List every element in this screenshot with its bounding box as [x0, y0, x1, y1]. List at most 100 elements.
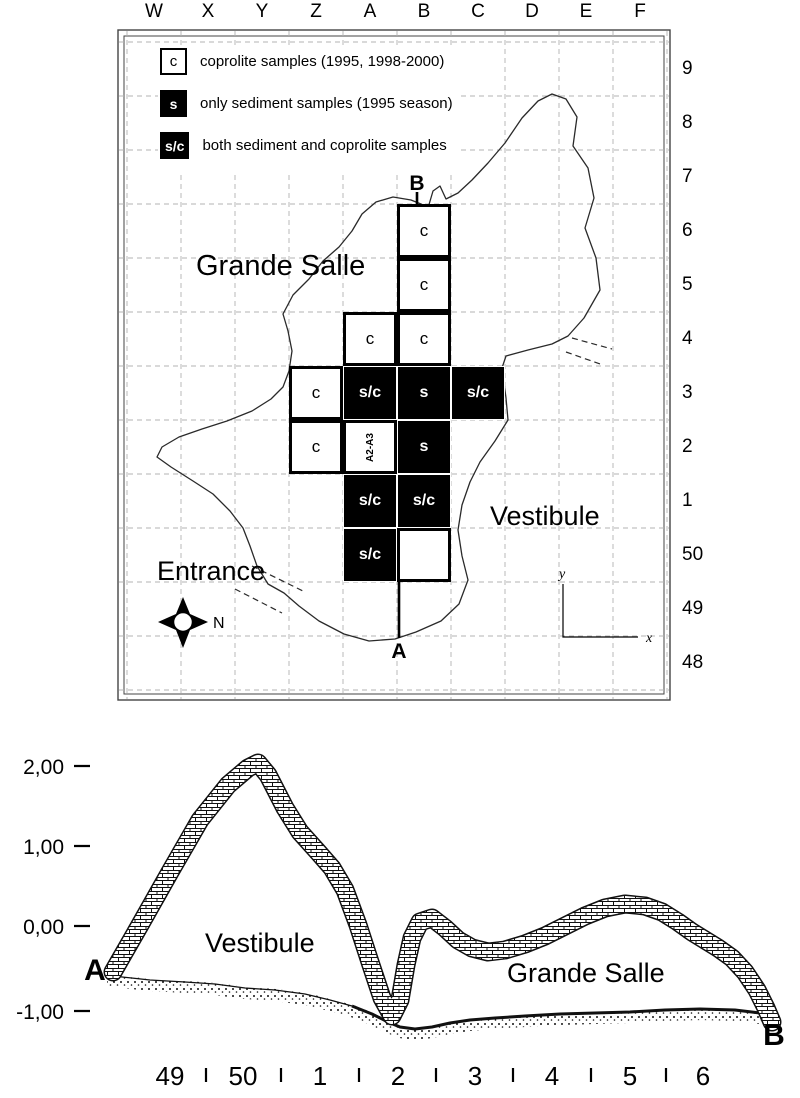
area-label-grande-salle: Grande Salle [196, 250, 366, 282]
cave-outline [156, 93, 601, 642]
section-line-ab [397, 192, 419, 638]
row-label-8: 8 [682, 112, 693, 133]
row-label-9: 9 [682, 58, 693, 79]
y-label-neg1: -1,00 [16, 1001, 64, 1024]
col-label-y: Y [255, 1, 269, 22]
cave-floor-band [107, 975, 766, 1040]
map-frame [117, 29, 671, 701]
grid-cell-A2: A2-A3 [343, 420, 397, 474]
cell-symbol: s/c [358, 492, 382, 509]
section-marker-a: A [391, 640, 407, 663]
profile-endpoint-b: B [763, 1019, 785, 1052]
x-label-4: 4 [545, 1061, 559, 1091]
x-label-2: 2 [391, 1061, 405, 1091]
row-label-48: 48 [682, 652, 704, 673]
legend-item-both: s/c both sediment and coprolite samples [160, 132, 453, 159]
cell-symbol: c [365, 329, 375, 348]
legend-item-sediment: s only sediment samples (1995 season) [160, 90, 453, 117]
grid-cell-B3: s [397, 366, 451, 420]
section-marker-b: B [409, 172, 425, 195]
grid-cell-B50 [397, 528, 451, 582]
grid-cell-A50: s/c [343, 528, 397, 582]
cell-symbol: s [419, 384, 429, 401]
x-label-3: 3 [468, 1061, 482, 1091]
x-label-49: 49 [156, 1061, 185, 1091]
legend-label: both sediment and coprolite samples [202, 137, 447, 154]
legend: c coprolite samples (1995, 1998-2000) s … [158, 46, 461, 174]
col-label-c: C [471, 1, 485, 22]
y-axis-label: y [557, 567, 566, 582]
row-label-7: 7 [682, 166, 693, 187]
row-label-5: 5 [682, 274, 693, 295]
row-label-50: 50 [682, 544, 704, 565]
row-label-4: 4 [682, 328, 693, 349]
legend-label: only sediment samples (1995 season) [200, 95, 453, 112]
grid-cell-B2: s [397, 420, 451, 474]
coordinate-axes: y x [557, 567, 653, 646]
x-label-1: 1 [313, 1061, 327, 1091]
area-label-vestibule: Vestibule [490, 501, 600, 531]
col-label-a: A [363, 1, 377, 22]
legend-item-coprolite: c coprolite samples (1995, 1998-2000) [160, 48, 453, 75]
col-label-w: W [145, 1, 163, 22]
dashed-passages [234, 337, 613, 614]
grid-cell-C3: s/c [451, 366, 505, 420]
cell-symbol: s [419, 438, 429, 455]
cell-symbol: c [311, 383, 321, 402]
area-label-entrance: Entrance [157, 556, 266, 586]
y-label-1: 1,00 [23, 836, 64, 859]
cave-ceiling-band [103, 753, 782, 1032]
legend-swatch-both: s/c [160, 132, 190, 159]
cell-symbol: c [311, 437, 321, 456]
grid-cell-B1: s/c [397, 474, 451, 528]
cell-symbol: s/c [358, 384, 382, 401]
grid-cell-Z2: c [289, 420, 343, 474]
legend-symbol: c [169, 53, 178, 70]
legend-symbol: s [169, 95, 178, 112]
y-label-0: 0,00 [23, 916, 64, 939]
col-label-z: Z [310, 1, 322, 22]
grid-cell-A4: c [343, 312, 397, 366]
row-label-2: 2 [682, 436, 693, 457]
grid-cell-B5: c [397, 258, 451, 312]
cave-floor-line-left [112, 975, 353, 1007]
legend-swatch-sediment: s [160, 90, 187, 117]
row-label-1: 1 [682, 490, 693, 511]
x-axis-label: x [645, 631, 653, 646]
legend-swatch-coprolite: c [160, 48, 187, 75]
col-label-b: B [417, 1, 431, 22]
cell-symbol: c [419, 221, 429, 240]
x-axis-ticks [204, 1068, 668, 1082]
x-label-6: 6 [696, 1061, 710, 1091]
y-label-2: 2,00 [23, 756, 64, 779]
col-label-d: D [525, 1, 539, 22]
row-label-6: 6 [682, 220, 693, 241]
row-label-49: 49 [682, 598, 704, 619]
col-label-e: E [579, 1, 593, 22]
cell-symbol: c [419, 275, 429, 294]
legend-symbol: s/c [165, 137, 185, 154]
profile-label-grande-salle: Grande Salle [507, 958, 665, 988]
grid-cell-B4: c [397, 312, 451, 366]
grid-cell-Z3: c [289, 366, 343, 420]
grid-cell-B6: c [397, 204, 451, 258]
cave-floor-line-right [351, 1004, 761, 1031]
y-axis-ticks [74, 764, 90, 1013]
profile-label-vestibule: Vestibule [205, 928, 315, 958]
cell-symbol: A2-A3 [364, 432, 376, 462]
compass-rose [158, 597, 208, 648]
row-label-3: 3 [682, 382, 693, 403]
col-label-x: X [201, 1, 215, 22]
grid-cell-A1: s/c [343, 474, 397, 528]
grid-cell-A3: s/c [343, 366, 397, 420]
col-label-f: F [634, 1, 646, 22]
profile-endpoint-a: A [84, 954, 106, 987]
cell-symbol: s/c [412, 492, 436, 509]
cell-symbol: s/c [358, 546, 382, 563]
x-label-50: 50 [229, 1061, 258, 1091]
compass-north-label: N [213, 615, 225, 632]
cell-symbol: c [419, 329, 429, 348]
x-label-5: 5 [623, 1061, 637, 1091]
cross-section-canvas: 2,00 1,00 0,00 -1,00 A B Vestibule Grand… [16, 753, 785, 1091]
cell-symbol: s/c [466, 384, 490, 401]
